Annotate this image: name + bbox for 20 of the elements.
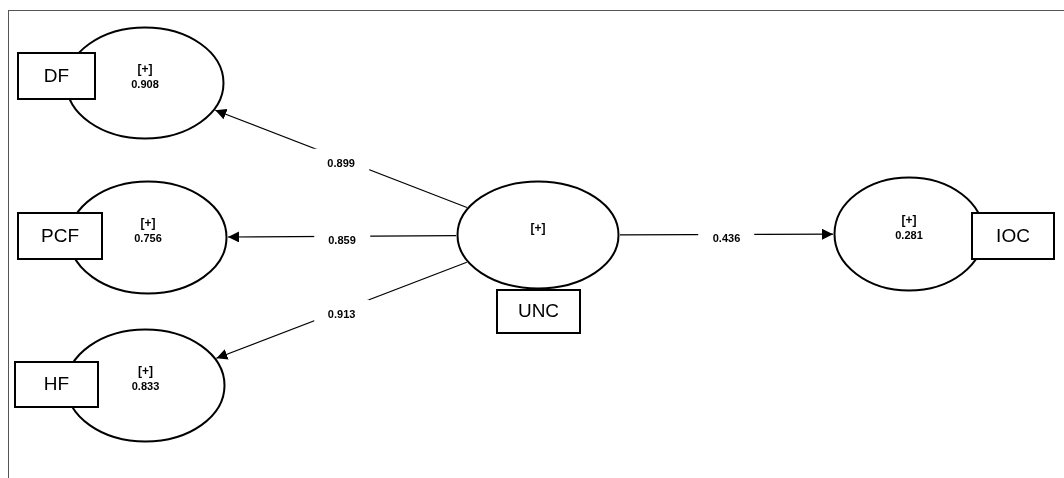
ellipse-text: [+] [138, 364, 153, 379]
indicator-box [496, 289, 581, 334]
box-label: UNC [517, 299, 560, 324]
indicator-box [14, 361, 99, 408]
ellipse-text: [+] [901, 212, 917, 228]
ellipse-text: 0.908 [131, 76, 159, 91]
indicator-box [17, 52, 96, 100]
indicator-box [971, 212, 1055, 260]
box-label: DF [43, 63, 70, 88]
ellipse-text: [+] [137, 61, 153, 77]
ellipse-text: [+] [140, 216, 156, 231]
box-label: HF [43, 372, 70, 397]
box-label: PCF [41, 223, 79, 248]
indicator-box [17, 212, 103, 260]
ellipse-text: 0.833 [131, 379, 160, 393]
ellipse-text: 0.756 [134, 231, 162, 245]
ellipse-text: 0.281 [895, 227, 923, 242]
ellipse-text: [+] [530, 220, 546, 236]
box-label: IOC [996, 223, 1030, 248]
construct-ellipse [456, 180, 620, 290]
